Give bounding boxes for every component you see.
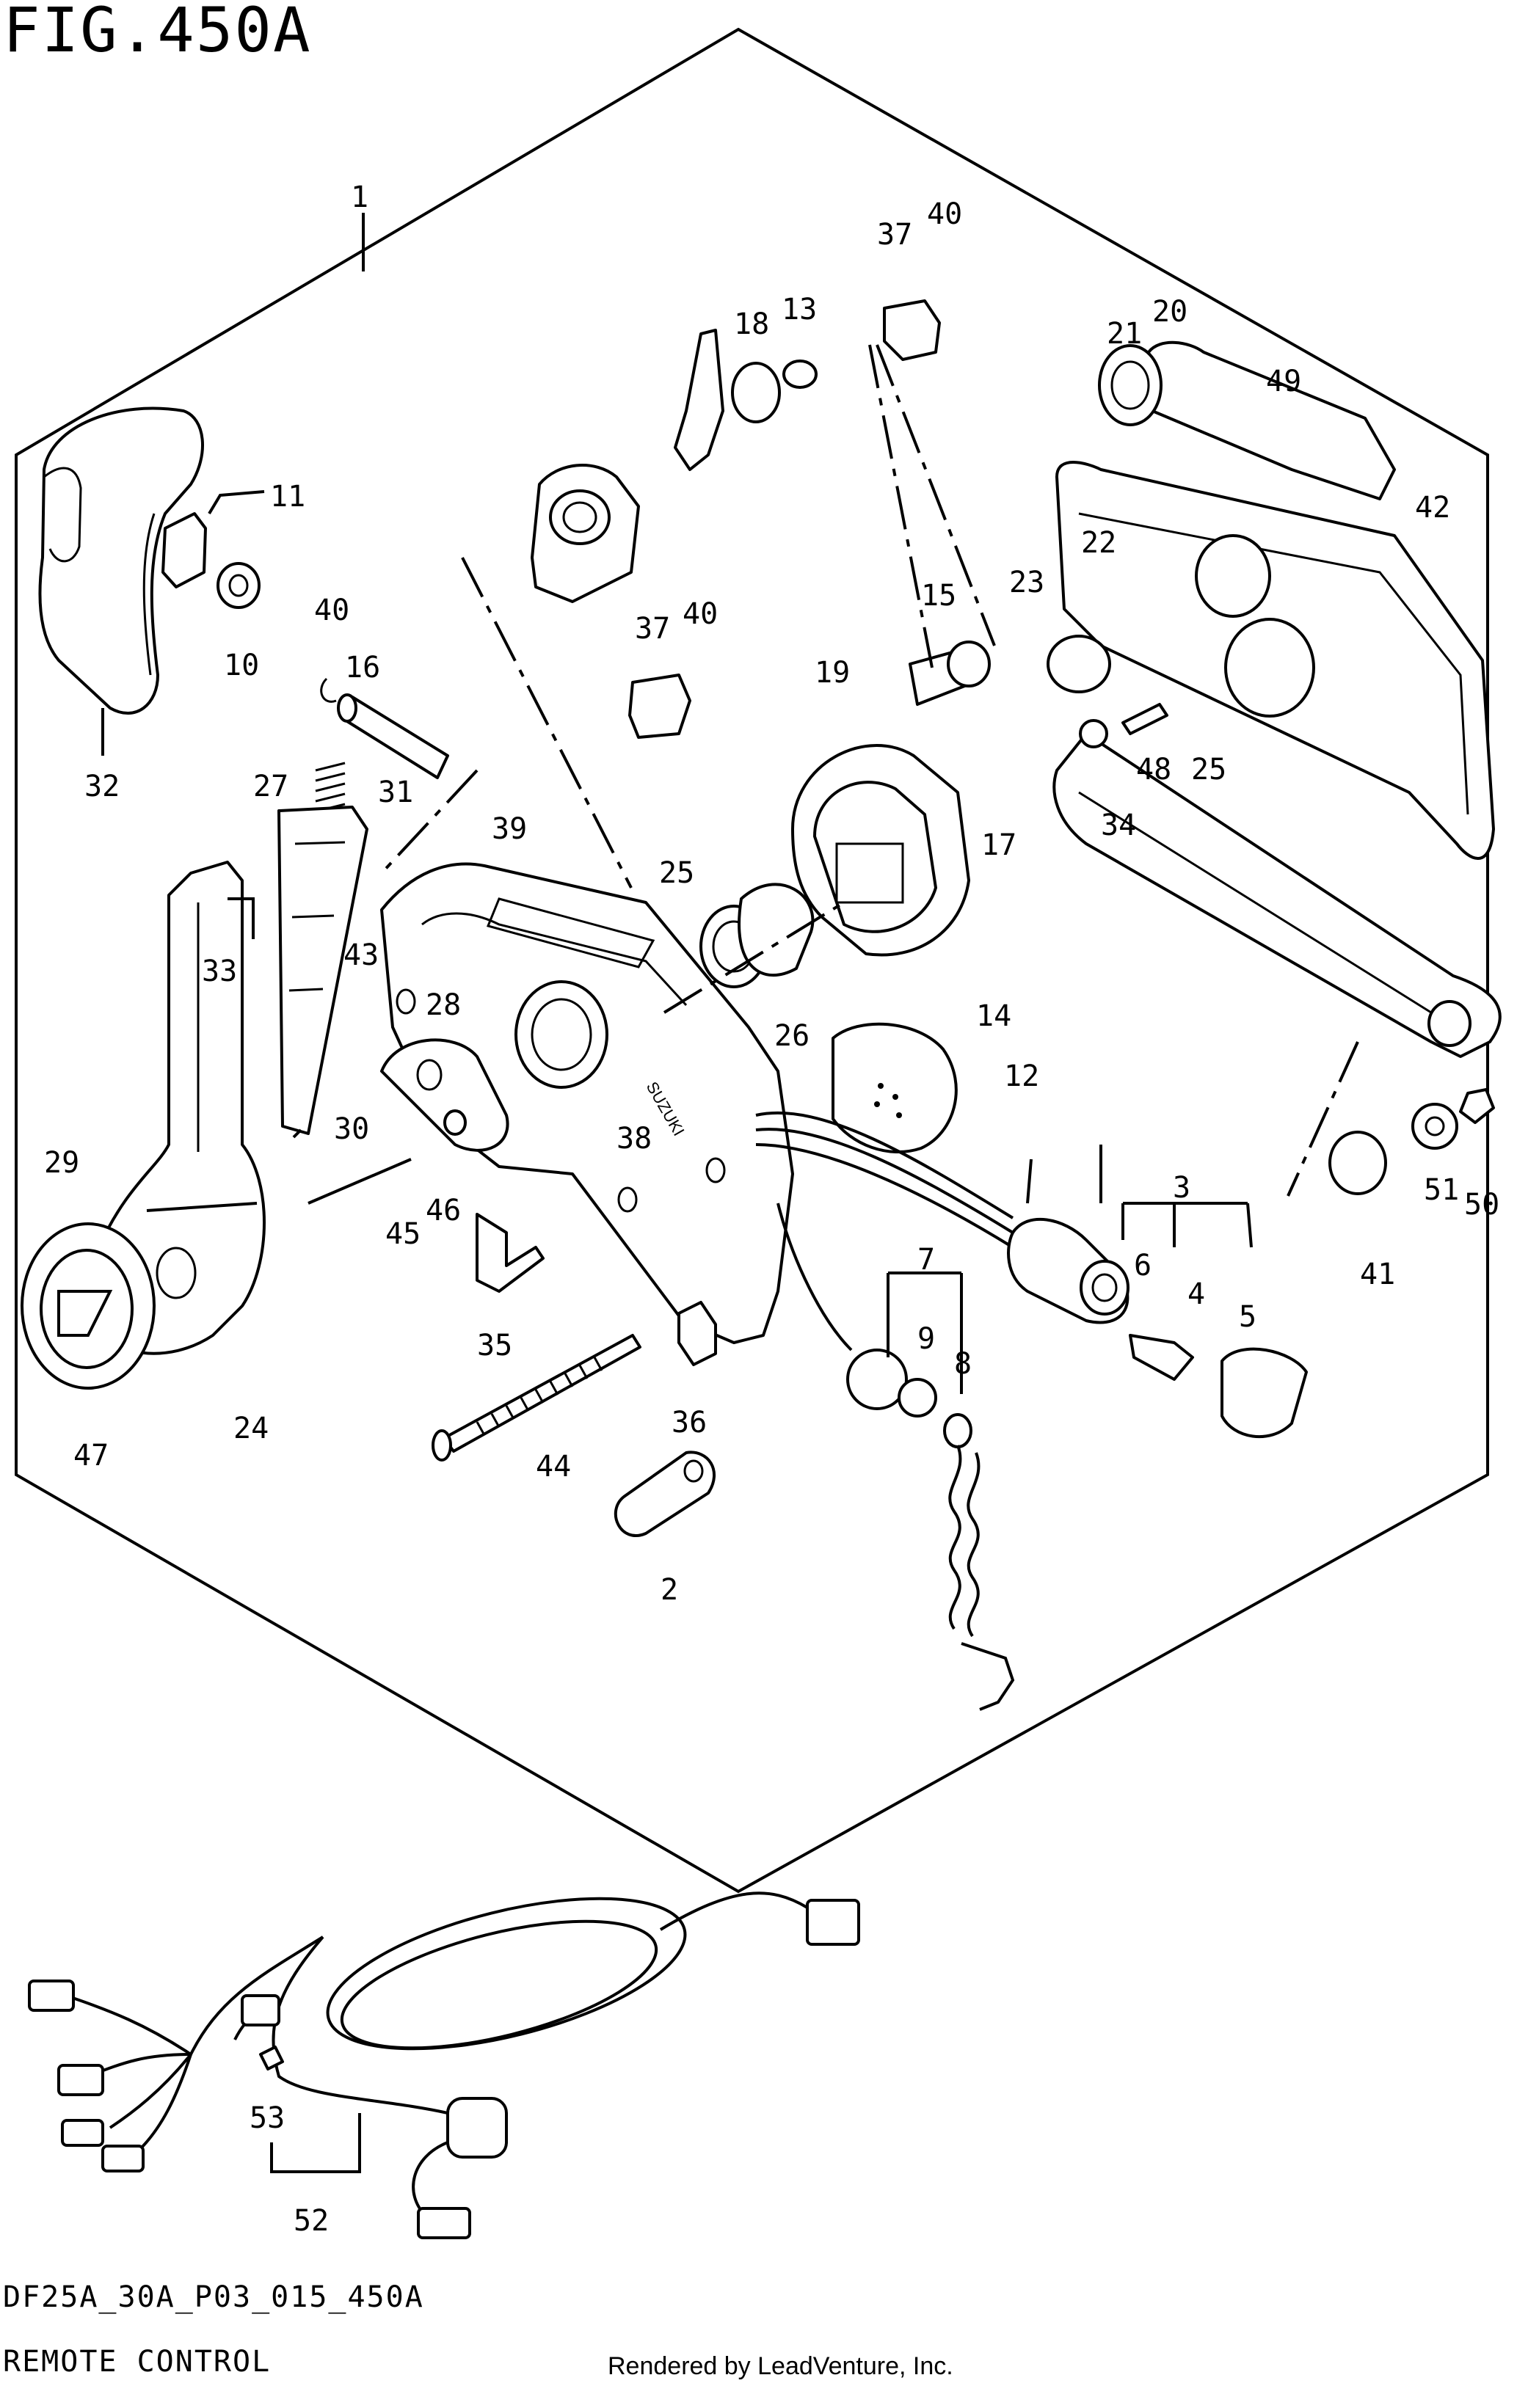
buzzer-12 [832,1022,958,1154]
part-label-40-left: 40 [314,594,349,627]
part-label-33: 33 [202,955,237,988]
part-label-30: 30 [334,1112,369,1146]
part-label-38: 38 [616,1122,652,1156]
part-label-6: 6 [1134,1249,1152,1283]
part-label-28: 28 [426,988,461,1022]
ignition-switch-3 [1007,1217,1308,1439]
main-housing: SUZUKI [380,862,794,1344]
part-label-25-left: 25 [659,856,694,890]
figure-title: FIG.450A [3,0,312,66]
part-label-23: 23 [1009,566,1044,599]
part-label-15: 15 [921,579,956,613]
part-label-21: 21 [1107,317,1142,351]
part-label-27: 27 [253,770,288,803]
part-label-16: 16 [345,651,380,685]
detent-plate [380,1038,509,1152]
part-label-25-right: 25 [1191,753,1226,787]
bracket-35-36 [476,1213,717,1366]
cover-plate [1055,461,1495,860]
part-label-2: 2 [661,1573,678,1607]
part-label-5: 5 [1239,1300,1256,1334]
part-label-11: 11 [270,480,305,514]
part-label-26: 26 [774,1019,810,1053]
part-label-37-mid: 37 [635,612,670,646]
part-label-41: 41 [1360,1258,1395,1291]
part-label-10: 10 [224,649,259,682]
part-label-34: 34 [1101,809,1136,842]
diagram-name: REMOTE CONTROL [3,2345,272,2379]
pin-and-spring [315,677,449,813]
wiring-harness-52 [28,1891,860,2239]
part-label-50: 50 [1464,1188,1499,1222]
bracket-top [531,464,640,603]
cam-18 [674,329,818,471]
leader-lines [101,213,1359,2173]
clip-37-right [883,299,941,361]
part-label-51: 51 [1424,1173,1459,1207]
part-label-17: 17 [981,828,1016,862]
lanyard-8 [943,1413,1015,1711]
control-lever-arm [87,806,368,1355]
part-label-37-top: 37 [877,218,912,252]
part-label-31: 31 [378,776,413,809]
part-label-22: 22 [1081,526,1116,560]
long-screw-44 [432,1334,641,1462]
stop-switch-9 [846,1349,937,1418]
washers-25-26 [699,883,815,988]
part-label-12: 12 [1004,1059,1039,1093]
assembly-boundary [15,27,1489,1894]
part-label-49: 49 [1266,365,1301,398]
render-credit: Rendered by LeadVenture, Inc. [608,2352,953,2380]
lower-cover [1052,732,1502,1058]
control-handle-grip [38,406,204,715]
part-label-24: 24 [233,1412,269,1445]
part-label-4: 4 [1187,1277,1205,1311]
part-label-13: 13 [782,293,817,326]
part-label-18: 18 [734,307,769,341]
gear-plate-19 [791,744,970,957]
part-label-8: 8 [954,1347,972,1381]
part-label-19: 19 [815,656,850,690]
part-label-40-top: 40 [927,197,962,231]
link-15 [909,641,991,706]
handle-cap [161,512,261,609]
part-label-1: 1 [351,180,368,214]
clip-37-left [628,674,691,739]
plate-2 [614,1451,716,1537]
part-label-44: 44 [536,1450,571,1484]
part-label-36: 36 [672,1406,707,1440]
part-label-43: 43 [343,938,379,972]
part-label-53: 53 [250,2101,285,2135]
part-label-46: 46 [426,1194,461,1227]
part-label-29: 29 [44,1146,79,1180]
part-label-47: 47 [73,1439,109,1473]
part-label-3: 3 [1173,1171,1190,1205]
part-label-40-mid: 40 [683,597,718,631]
lever-cap-29 [21,1222,156,1390]
harness-wiring [755,1111,1014,1351]
part-label-48: 48 [1136,753,1171,787]
part-label-39: 39 [492,812,527,846]
part-label-35: 35 [477,1329,512,1362]
part-label-52: 52 [294,2204,329,2238]
diagram-code: DF25A_30A_P03_015_450A [3,2280,424,2314]
part-label-14: 14 [976,999,1011,1033]
part-label-32: 32 [84,770,120,803]
part-label-7: 7 [917,1243,935,1277]
part-labels: 1 2 3 4 5 6 7 8 9 10 11 12 13 14 15 16 1… [44,180,1499,2238]
part-label-42: 42 [1415,491,1450,525]
part-label-20: 20 [1152,295,1187,329]
part-label-9: 9 [917,1322,935,1356]
small-hardware-right [1047,635,1495,1195]
part-label-45: 45 [385,1217,421,1251]
handle-cap-20-21 [1098,340,1396,500]
